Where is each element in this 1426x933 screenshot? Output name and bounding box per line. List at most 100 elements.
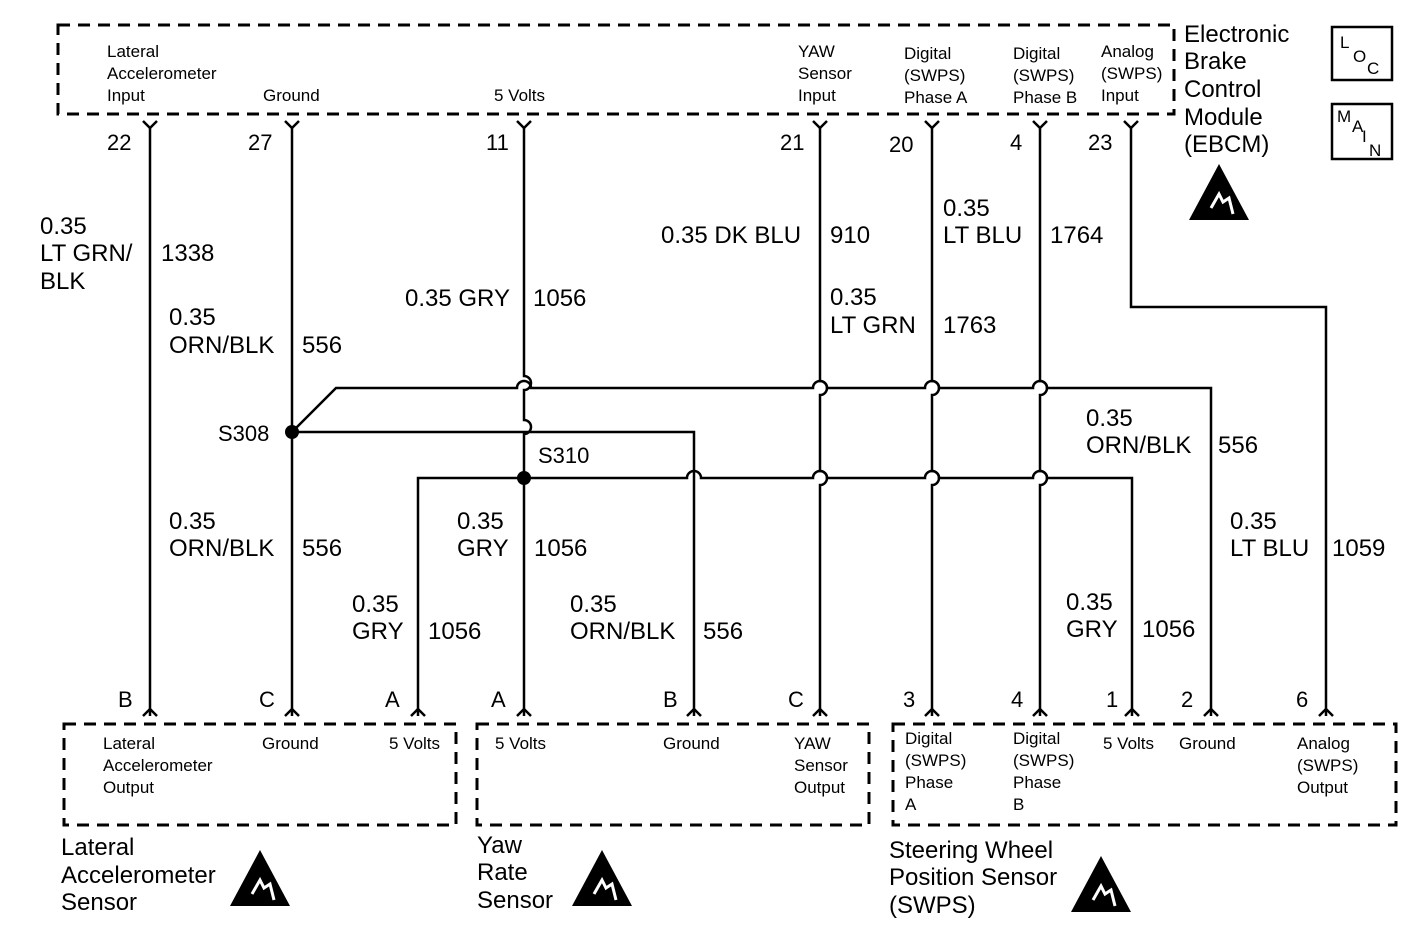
terminal-mark <box>1124 707 1140 717</box>
wire-label-1763-number: 1763 <box>943 312 996 339</box>
svg-text:L: L <box>1340 33 1349 52</box>
wire-1056-lat-5v <box>416 476 524 716</box>
ebcm-label-yaw-input: YAW Sensor Input <box>798 42 857 105</box>
yaw-pin-c: C <box>788 687 804 712</box>
wire-label-1056-yaw-number: 1056 <box>534 535 587 562</box>
terminal-mark <box>516 707 532 717</box>
ebcm-pin-23: 23 <box>1088 130 1112 155</box>
svg-text:A: A <box>1352 117 1364 136</box>
swps-label-ground: Ground <box>1179 734 1236 753</box>
yaw-pin-b: B <box>663 687 678 712</box>
wire-1059 <box>1129 127 1328 716</box>
svg-text:I: I <box>1362 127 1367 146</box>
swps-pin-1: 1 <box>1106 687 1118 712</box>
ebcm-module: Lateral Accelerometer Input Ground 5 Vol… <box>56 21 1296 158</box>
swps-label-5-volts: 5 Volts <box>1103 734 1154 753</box>
terminal-mark <box>1032 707 1048 717</box>
terminal-mark <box>142 120 158 130</box>
lateral-accelerometer-sensor: B C A Lateral Accelerometer Output Groun… <box>61 687 458 916</box>
terminal-mark <box>1032 120 1048 130</box>
svg-text:O: O <box>1353 47 1366 66</box>
terminal-mark <box>812 707 828 717</box>
yaw-label-ground: Ground <box>663 734 720 753</box>
ebcm-label-phase-b: Digital (SWPS) Phase B <box>1013 44 1079 107</box>
wire-label-556-yaw-number: 556 <box>703 618 743 645</box>
wire-label-556-lat-number: 556 <box>302 535 342 562</box>
yaw-title: Yaw Rate Sensor <box>477 832 553 914</box>
swps-title: Steering Wheel Position Sensor (SWPS) <box>889 837 1064 919</box>
wire-label-1338: 0.35 LT GRN/ BLK <box>40 213 139 295</box>
wire-label-1056-lat-number: 1056 <box>428 618 481 645</box>
ebcm-label-analog-input: Analog (SWPS) Input <box>1101 42 1167 105</box>
lat-title: Lateral Accelerometer Sensor <box>61 834 222 916</box>
ebcm-pin-27: 27 <box>248 130 272 155</box>
terminal-mark <box>924 707 940 717</box>
terminal-mark <box>284 707 300 717</box>
swps-pin-6: 6 <box>1296 687 1308 712</box>
ebcm-connector-box <box>56 23 1176 116</box>
ebcm-label-5-volts: 5 Volts <box>494 86 545 105</box>
esd-warning-icon <box>1189 164 1249 220</box>
lat-label-ground: Ground <box>262 734 319 753</box>
swps-connector-box <box>891 722 1398 827</box>
wire-1763 <box>930 127 941 716</box>
terminal-mark <box>284 120 300 130</box>
swps-label-phase-a: Digital (SWPS) Phase A <box>905 729 971 814</box>
splice-s310-dot <box>517 471 531 485</box>
svg-text:C: C <box>1367 59 1379 78</box>
wire-label-556-yaw: 0.35 ORN/BLK <box>570 591 675 645</box>
loc-icon[interactable]: L O C <box>1330 25 1394 82</box>
steering-wheel-position-sensor: 3 4 1 2 6 Digital (SWPS) Phase A Digital… <box>889 687 1398 919</box>
wire-label-556-top-number: 556 <box>302 332 342 359</box>
wire-label-1763: 0.35 LT GRN <box>830 284 916 339</box>
splice-s310-label: S310 <box>538 443 589 468</box>
wire-label-1056-swps: 0.35 GRY <box>1066 589 1119 643</box>
wire-910 <box>818 127 829 716</box>
wire-label-556-right-number: 556 <box>1218 432 1258 459</box>
wire-label-1056-top-number: 1056 <box>533 285 586 312</box>
swps-pin-2: 2 <box>1181 687 1193 712</box>
esd-warning-icon <box>572 850 632 906</box>
ebcm-pin-22: 22 <box>107 130 131 155</box>
lat-pin-b: B <box>118 687 133 712</box>
yaw-label-output: YAW Sensor Output <box>794 734 853 797</box>
ebcm-title: Electronic Brake Control Module (EBCM) <box>1184 21 1296 158</box>
swps-pin-3: 3 <box>903 687 915 712</box>
ebcm-label-phase-a: Digital (SWPS) Phase A <box>904 44 970 107</box>
wire-1764 <box>1038 127 1049 716</box>
terminal-mark <box>924 120 940 130</box>
wire-label-1056-yaw: 0.35 GRY <box>457 508 510 562</box>
yaw-rate-sensor: A B C 5 Volts Ground YAW Sensor Output Y… <box>475 687 871 914</box>
wire-label-556-lat: 0.35 ORN/BLK <box>169 508 274 562</box>
terminal-mark <box>1123 120 1139 130</box>
yaw-connector-box <box>475 722 871 827</box>
ebcm-pin-20: 20 <box>889 132 913 157</box>
wire-label-1056-lat: 0.35 GRY <box>352 591 405 645</box>
esd-warning-icon <box>230 850 290 906</box>
wire-label-1056-swps-number: 1056 <box>1142 616 1195 643</box>
wire-label-1764-number: 1764 <box>1050 222 1103 249</box>
ebcm-label-lateral-input: Lateral Accelerometer Input <box>107 42 221 105</box>
wire-label-1764: 0.35 LT BLU <box>943 195 1022 249</box>
main-icon[interactable]: M A I N <box>1330 102 1394 161</box>
wire-label-1059-number: 1059 <box>1332 535 1385 562</box>
lat-label-output: Lateral Accelerometer Output <box>103 734 217 797</box>
terminal-mark <box>516 120 532 130</box>
lat-pin-c: C <box>259 687 275 712</box>
wire-label-1338-number: 1338 <box>161 240 214 267</box>
yaw-label-5-volts: 5 Volts <box>495 734 546 753</box>
wire-label-910: 0.35 DK BLU <box>661 222 801 249</box>
terminal-mark <box>812 120 828 130</box>
lat-pin-a: A <box>385 687 400 712</box>
wire-1056-5v <box>522 127 533 716</box>
wire-label-556-top: 0.35 ORN/BLK <box>169 304 274 359</box>
terminal-mark <box>142 707 158 717</box>
yaw-pin-a: A <box>491 687 506 712</box>
wire-label-556-right: 0.35 ORN/BLK <box>1086 405 1191 459</box>
terminal-mark <box>410 707 426 717</box>
lat-label-5-volts: 5 Volts <box>389 734 440 753</box>
ebcm-label-ground: Ground <box>263 86 320 105</box>
wire-556-yaw-ground <box>292 430 696 716</box>
splice-s308-dot <box>285 425 299 439</box>
wire-label-1056-top: 0.35 GRY <box>405 285 510 312</box>
